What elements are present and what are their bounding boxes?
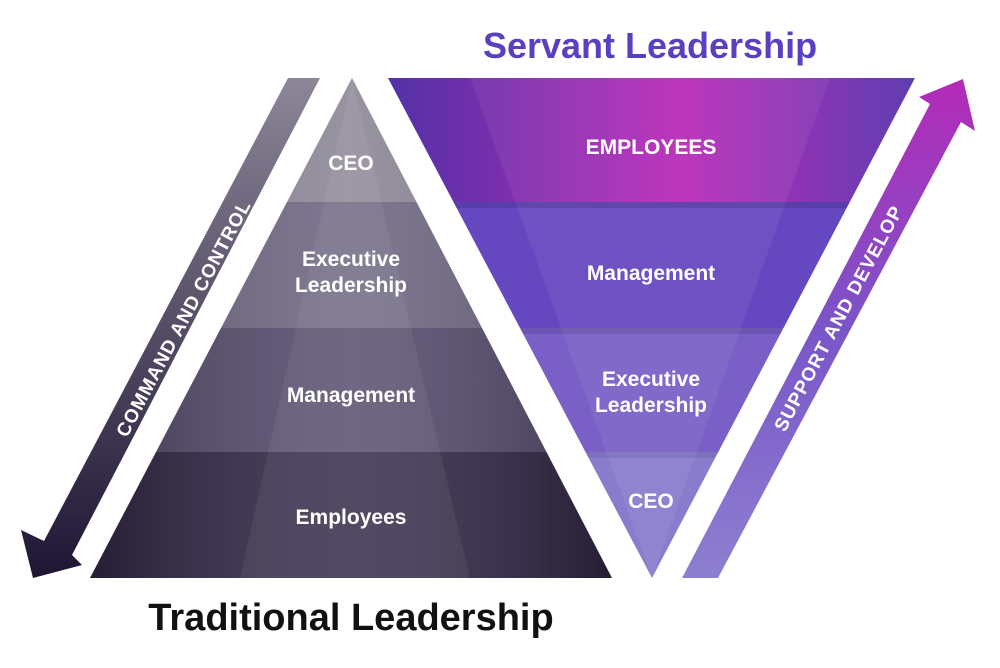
servant-employees-label: EMPLOYEES <box>586 136 717 159</box>
traditional-ceo-label: CEO <box>328 152 374 175</box>
traditional-employees-label: Employees <box>296 506 407 529</box>
traditional-executive-label-line1: Executive <box>302 248 400 271</box>
inverted-level-employees <box>388 78 915 202</box>
command-and-control-arrow <box>21 78 320 578</box>
traditional-executive-label-line2: Leadership <box>295 274 407 297</box>
servant-executive-label-line2: Leadership <box>595 394 707 417</box>
servant-ceo-label: CEO <box>628 490 674 513</box>
servant-executive-label-line1: Executive <box>602 368 700 391</box>
servant-leadership-title: Servant Leadership <box>483 25 817 66</box>
support-and-develop-arrow <box>682 79 975 578</box>
traditional-management-label: Management <box>287 384 415 407</box>
traditional-leadership-title: Traditional Leadership <box>148 597 553 639</box>
servant-management-label: Management <box>587 262 715 285</box>
